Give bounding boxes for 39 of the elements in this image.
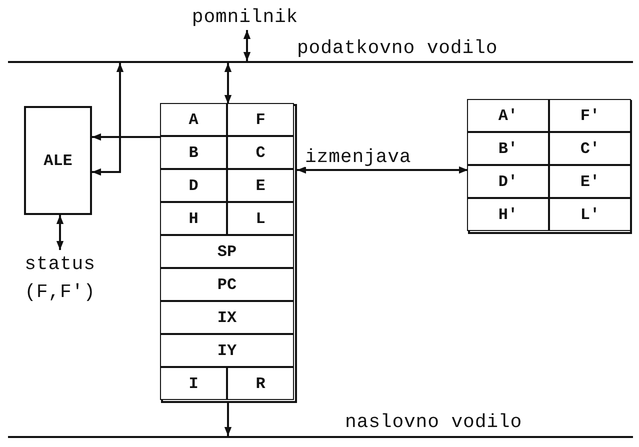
- arrow: [224, 403, 232, 436]
- register-block: [161, 104, 297, 403]
- register-cell: E: [227, 169, 294, 202]
- arrow: [92, 133, 161, 141]
- register-cell: D: [160, 169, 227, 202]
- text-label: status (F,F′): [10, 250, 110, 306]
- register-cell: L: [227, 202, 294, 235]
- register-cell: C′: [549, 132, 631, 165]
- edge-label: izmenjava: [305, 147, 412, 167]
- register-cell: D′: [467, 165, 549, 198]
- arrow: [224, 63, 232, 104]
- register-cell: IY: [160, 334, 294, 367]
- register-cell: PC: [160, 268, 294, 301]
- bus-line: [8, 61, 633, 63]
- register-cell: B′: [467, 132, 549, 165]
- register-cell: F: [227, 103, 294, 136]
- register-cell: H: [160, 202, 227, 235]
- register-cell: B: [160, 136, 227, 169]
- register-cell: H′: [467, 198, 549, 231]
- register-cell: L′: [549, 198, 631, 231]
- register-cell: A′: [467, 99, 549, 132]
- register-cell: A: [160, 103, 227, 136]
- arrow: [243, 30, 251, 61]
- unit-box: ALE: [24, 106, 92, 215]
- register-cell: SP: [160, 235, 294, 268]
- bus-line: [8, 436, 633, 438]
- register-cell: C: [227, 136, 294, 169]
- bus-label: naslovno vodilo: [345, 411, 522, 433]
- register-cell: R: [227, 367, 294, 400]
- arrow: [297, 166, 468, 174]
- register-cell: I: [160, 367, 227, 400]
- register-cell: F′: [549, 99, 631, 132]
- text-label: pomnilnik: [186, 6, 304, 28]
- register-cell: IX: [160, 301, 294, 334]
- bus-label: podatkovno vodilo: [297, 37, 498, 59]
- register-block: [468, 100, 632, 234]
- arrow: [56, 215, 64, 250]
- arrow: [92, 63, 124, 176]
- register-cell: E′: [549, 165, 631, 198]
